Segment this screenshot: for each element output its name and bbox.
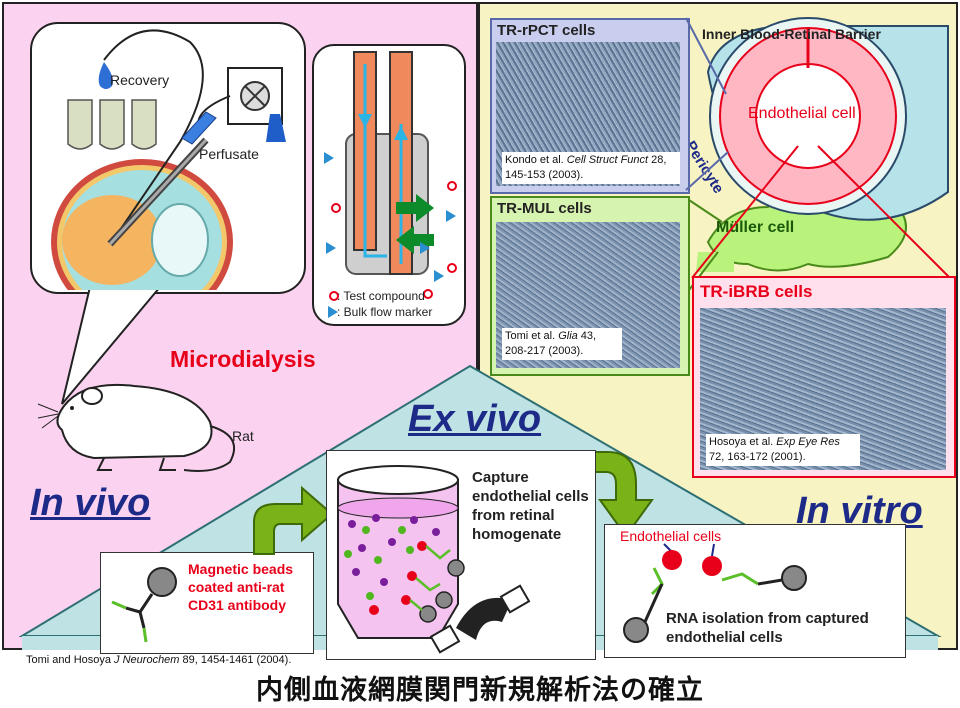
rat-illustration	[37, 383, 235, 472]
tr-mul-heading: TR-MUL cells	[497, 200, 592, 217]
ex-vivo-label: Ex vivo	[408, 398, 542, 440]
beads-label: Magnetic beads coated anti-rat CD31 anti…	[188, 561, 294, 613]
beaker-illustration	[337, 465, 531, 654]
ibrb-title: Inner Blood-Retinal Barrier	[702, 26, 881, 42]
tr-rpct-heading: TR-rPCT cells	[497, 22, 596, 39]
bead-antibody-icon	[111, 567, 177, 643]
page-title: 内側血液網膜関門新規解析法の確立	[256, 675, 704, 706]
rat-label: Rat	[232, 428, 254, 444]
capture-label: Capture endothelial cells from retinal h…	[472, 469, 589, 543]
in-vivo-label: In vivo	[30, 482, 151, 524]
ex-vivo-citation: Tomi and Hosoya J Neurochem 89, 1454-146…	[26, 654, 292, 666]
green-arrow-left	[253, 485, 334, 555]
legend-test-compound: : Test compound	[337, 289, 425, 303]
probe-illustration	[324, 51, 457, 318]
endothelial-cell-label: Endothelial cell	[748, 105, 856, 122]
beads-box	[100, 552, 314, 654]
tr-mul-citation: Tomi et al. Glia 43, 208-217 (2003).	[502, 328, 622, 360]
tr-ibrb-citation: Hosoya et al. Exp Eye Res 72, 163-172 (2…	[706, 434, 860, 466]
endothelial-cells-label: Endothelial cells	[620, 528, 722, 544]
green-arrow-right	[563, 451, 654, 538]
tr-rpct-citation: Kondo et al. Cell Struct Funct 28, 145-1…	[502, 152, 680, 184]
recovery-label: Recovery	[110, 72, 170, 88]
perfusate-label: Perfusate	[199, 146, 259, 162]
ibrb-diagram	[696, 17, 949, 272]
microdialysis-label: Microdialysis	[170, 346, 316, 372]
legend-bulk-flow: : Bulk flow marker	[337, 305, 433, 319]
vitro-connectors	[685, 17, 951, 295]
eye-illustration	[51, 29, 286, 290]
captured-cells-illustration	[623, 543, 807, 643]
tr-ibrb-heading: TR-iBRB cells	[700, 282, 813, 301]
rna-label: RNA isolation from captured endothelial …	[666, 610, 869, 646]
